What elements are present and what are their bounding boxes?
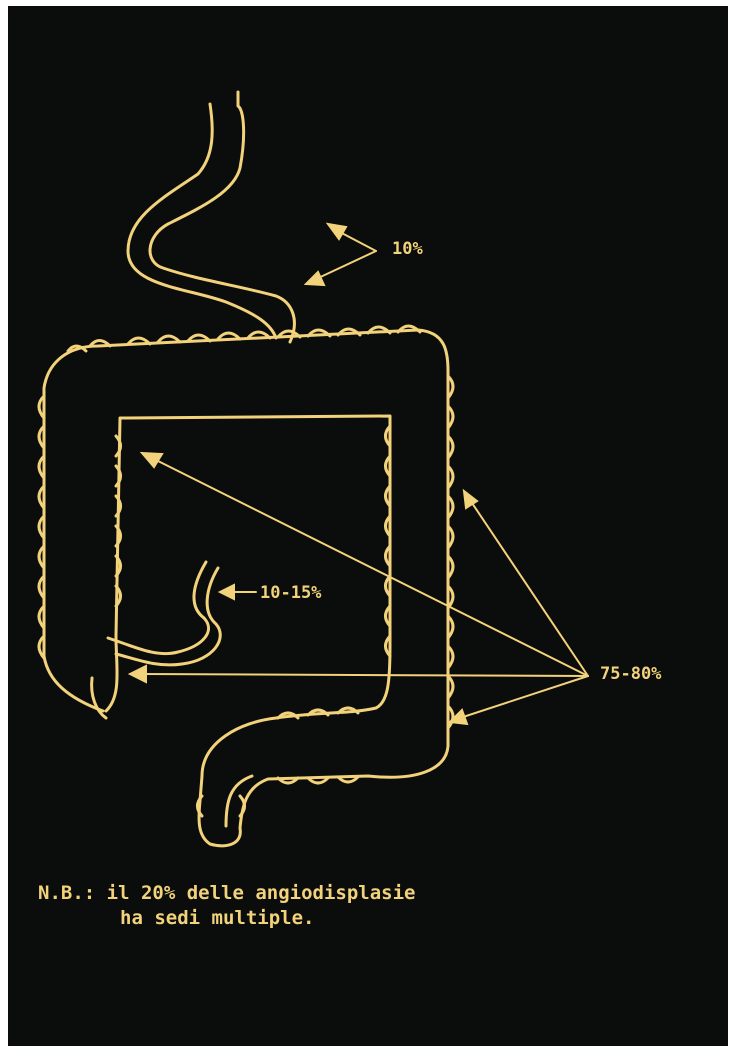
sigmoid-inner-wall: [226, 776, 252, 826]
arrow-colon-cecum: [140, 674, 588, 676]
stomach-inner-outline: [150, 92, 294, 342]
ileum-inner: [116, 568, 220, 665]
arrowhead-colon-cecum: [130, 666, 146, 682]
note-line-2: ha sedi multiple.: [120, 907, 314, 929]
stomach-outline: [128, 104, 276, 338]
arrowhead-colon-descending: [464, 491, 477, 508]
note-line-1: N.B.: il 20% delle angiodisplasie: [38, 882, 416, 904]
arrowhead-colon-transverse: [142, 453, 162, 467]
arrowhead-stomach-lower: [306, 272, 324, 285]
ileum-outer: [108, 562, 209, 654]
label-colon-pct: 75-80%: [600, 664, 661, 684]
arrowhead-ileum: [220, 585, 234, 599]
slide-background: 10% 10-15% 75-80% N.B.: il 20% delle ang…: [8, 6, 728, 1046]
label-small-bowel-pct: 10-15%: [260, 583, 321, 603]
colon-outer-wall: [44, 330, 448, 846]
label-stomach-pct: 10%: [392, 239, 423, 259]
arrow-colon-sigmoid: [460, 676, 588, 718]
arrowhead-stomach-upper: [328, 224, 346, 239]
arrow-colon-descending: [470, 500, 588, 676]
arrow-stomach-lower: [314, 251, 376, 280]
